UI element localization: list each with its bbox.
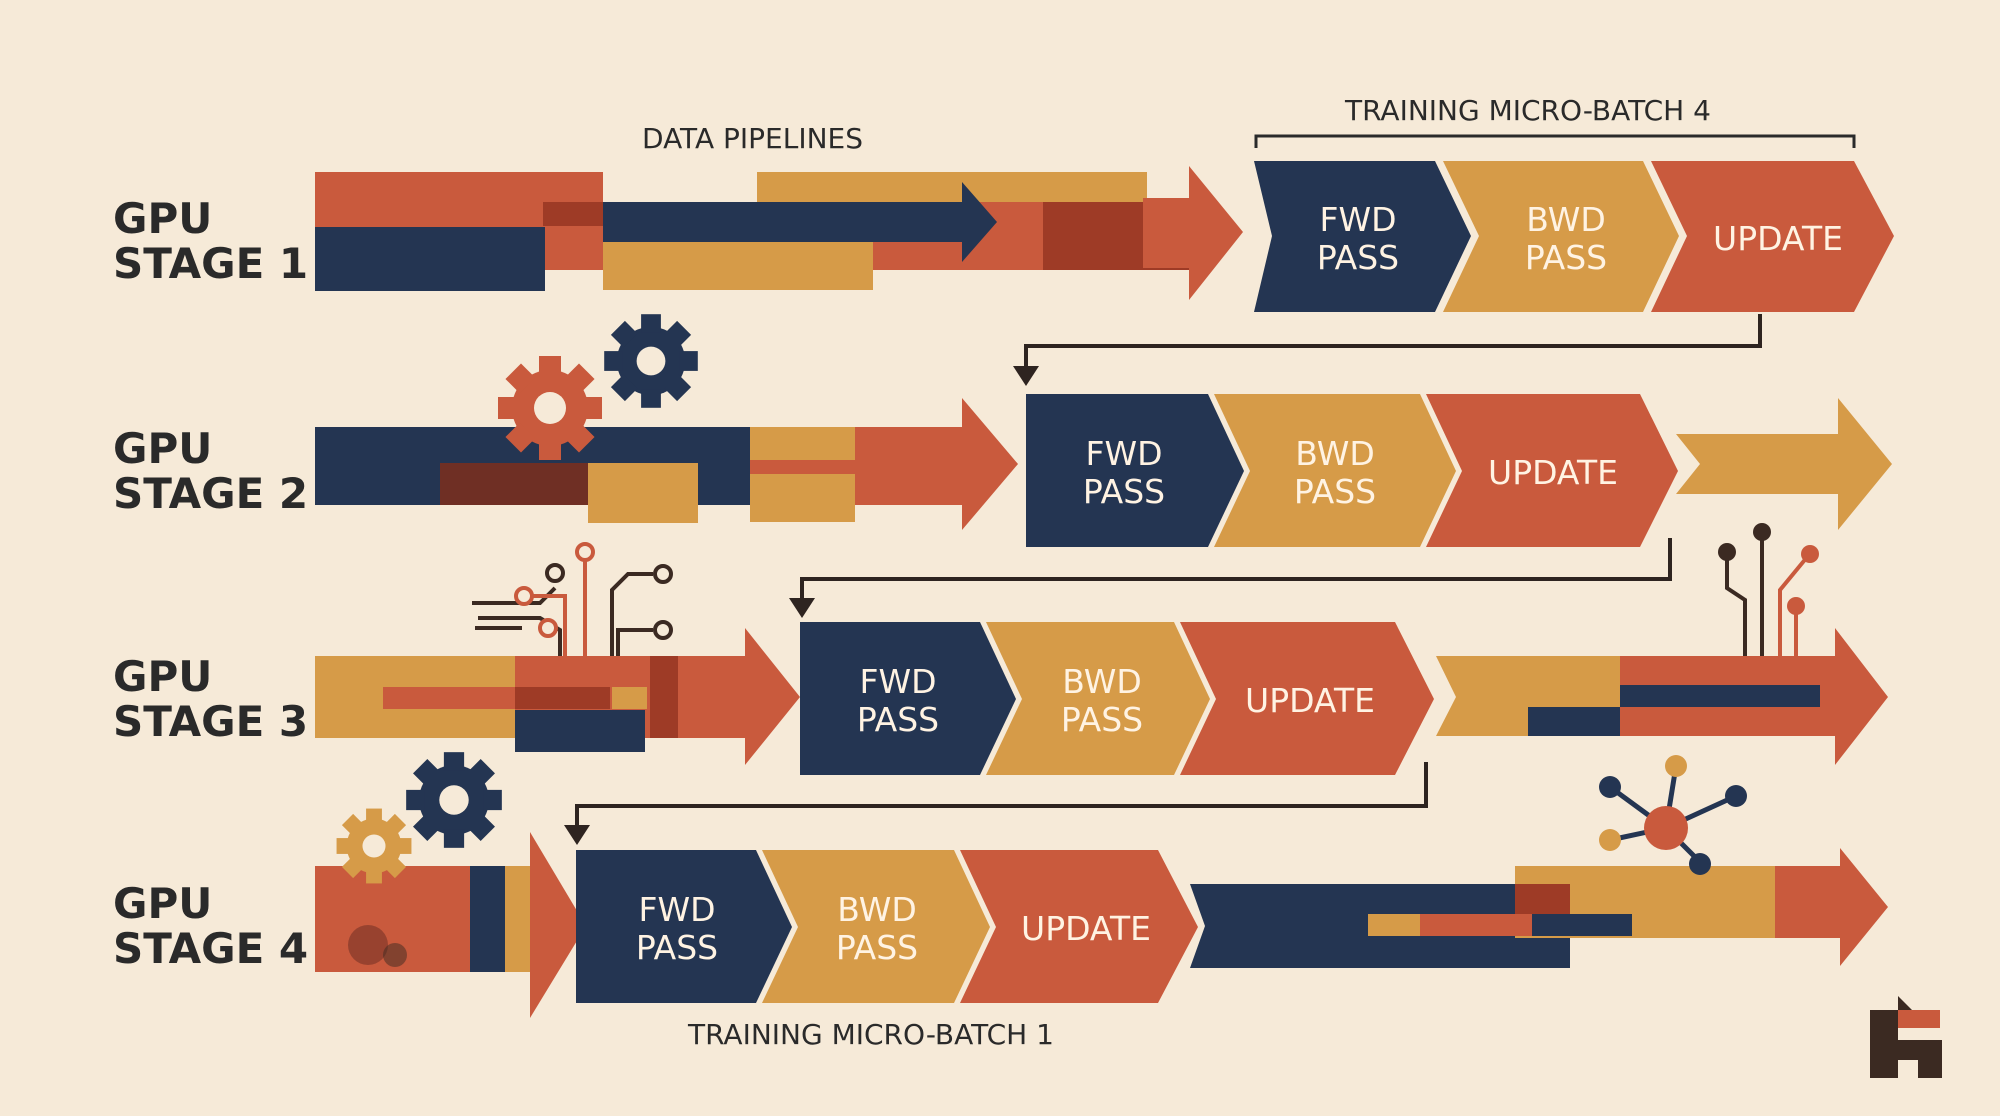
- stage-1-bwd-line2: PASS: [1525, 238, 1607, 277]
- connector-stage-1-to-2: [1024, 314, 1762, 370]
- stage-3-data-pipeline: [315, 628, 1888, 765]
- stage-2-bwd-line1: BWD: [1295, 434, 1375, 473]
- top-batch-bracket: [1254, 134, 1856, 148]
- stage-1-update-label: UPDATE: [1713, 219, 1843, 258]
- stage-2-bwd-line2: PASS: [1294, 472, 1376, 511]
- stage-1-label-line1: GPU: [113, 194, 212, 243]
- stage-4-fwd-pass: [576, 850, 792, 1003]
- stage-2-fwd-line1: FWD: [1085, 434, 1162, 473]
- bottom-batch-label: TRAINING MICRO-BATCH 1: [687, 1018, 1054, 1051]
- gear-icon: [498, 356, 602, 460]
- stage-4-bwd-line1: BWD: [837, 890, 917, 929]
- gear-icon-2: [604, 314, 698, 408]
- stage-4-fwd-line1: FWD: [638, 890, 715, 929]
- connector-stage-3-to-4: [575, 762, 1428, 828]
- circuit-icon-2: [1718, 523, 1819, 656]
- stage-3-bwd-line1: BWD: [1062, 662, 1142, 701]
- stage-3-update: [1180, 622, 1434, 775]
- stage-4-bwd-line2: PASS: [836, 928, 918, 967]
- stage-3-fwd-pass: [800, 622, 1016, 775]
- connector-arrowhead-2: [789, 598, 815, 618]
- stage-4-label-line2: STAGE 4: [113, 924, 308, 973]
- stage-1-bwd-line1: BWD: [1526, 200, 1606, 239]
- stage-2-update: [1426, 394, 1678, 547]
- stage-4-bwd-pass: [762, 850, 990, 1003]
- data-pipelines-label: DATA PIPELINES: [642, 122, 863, 155]
- stage-2-segments: [1026, 394, 1678, 547]
- stage-4-data-pipeline: [315, 832, 1888, 1018]
- stage-3-label-line2: STAGE 3: [113, 697, 308, 746]
- connector-arrowhead-3: [564, 825, 590, 845]
- connector-stage-2-to-3: [800, 538, 1672, 602]
- gear-icon-4: [336, 808, 412, 884]
- stage-4-segments: [576, 850, 1198, 1003]
- gear-icon-3: [406, 752, 502, 848]
- connector-arrowhead-1: [1013, 366, 1039, 386]
- stage-1-bwd-pass: [1443, 161, 1679, 312]
- stage-1-segments: [1254, 161, 1894, 312]
- stage-2-update-label: UPDATE: [1488, 453, 1618, 492]
- stage-2-label-line1: GPU: [113, 424, 212, 473]
- stage-1-fwd-line1: FWD: [1319, 200, 1396, 239]
- stage-2-data-pipeline: [315, 398, 1892, 530]
- stage-2-fwd-line2: PASS: [1083, 472, 1165, 511]
- stage-1-fwd-pass: [1254, 161, 1471, 312]
- network-node-icon: [1599, 755, 1747, 875]
- stage-3-fwd-line1: FWD: [859, 662, 936, 701]
- stage-2-bwd-pass: [1214, 394, 1456, 547]
- stage-1-fwd-line2: PASS: [1317, 238, 1399, 277]
- stage-2-label-line2: STAGE 2: [113, 469, 308, 518]
- stage-3-bwd-pass: [986, 622, 1210, 775]
- stage-3-update-label: UPDATE: [1245, 681, 1375, 720]
- stage-4-update: [960, 850, 1198, 1003]
- stage-1-data-pipeline: [315, 166, 1243, 300]
- stage-3-bwd-line2: PASS: [1061, 700, 1143, 739]
- stage-3-segments: [800, 622, 1434, 775]
- logo-icon: [1870, 996, 1942, 1078]
- stage-4-fwd-line2: PASS: [636, 928, 718, 967]
- stage-2-fwd-pass: [1026, 394, 1244, 547]
- top-batch-label: TRAINING MICRO-BATCH 4: [1344, 94, 1711, 127]
- stage-1-label-line2: STAGE 1: [113, 239, 308, 288]
- stage-3-label-line1: GPU: [113, 652, 212, 701]
- circuit-icon: [472, 542, 673, 656]
- stage-3-fwd-line2: PASS: [857, 700, 939, 739]
- stage-4-label-line1: GPU: [113, 879, 212, 928]
- stage-4-update-label: UPDATE: [1021, 909, 1151, 948]
- stage-1-update: [1651, 161, 1894, 312]
